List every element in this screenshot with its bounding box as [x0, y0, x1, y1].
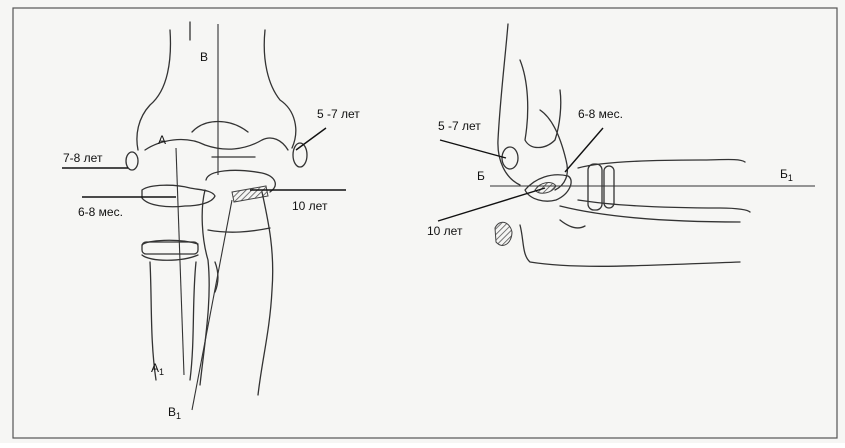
side-label-axis-b-left: Б: [477, 169, 485, 183]
label-6-8: 6-8 мес.: [78, 205, 123, 219]
side-label-6-8: 6-8 мес.: [578, 107, 623, 121]
side-olecranon-nucleus: [495, 222, 512, 245]
side-label-10: 10 лет: [427, 224, 463, 238]
side-label-5-7: 5 -7 лет: [438, 119, 481, 133]
label-7-8: 7-8 лет: [63, 151, 103, 165]
label-axis-b-top: В: [200, 50, 208, 64]
label-10: 10 лет: [292, 199, 328, 213]
label-5-7: 5 -7 лет: [317, 107, 360, 121]
label-axis-a-top: А: [158, 133, 166, 147]
